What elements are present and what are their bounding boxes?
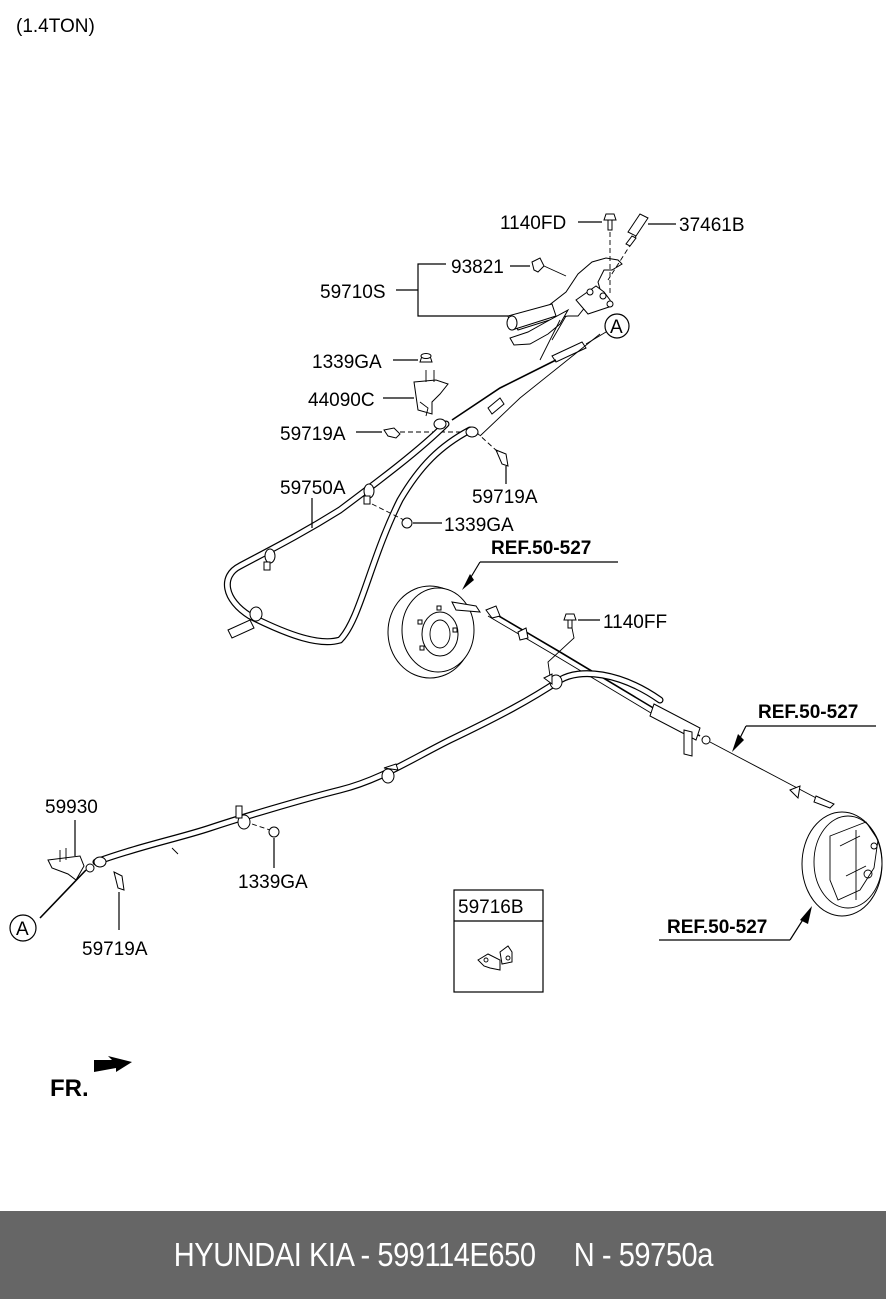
dash-1339GA-mid bbox=[371, 503, 405, 521]
brake-drum-right bbox=[801, 811, 883, 917]
front-arrow-icon bbox=[94, 1056, 132, 1072]
clip-59719A-low bbox=[113, 871, 125, 891]
ref-left-drum bbox=[462, 561, 618, 590]
leader-a-top bbox=[585, 331, 607, 345]
ref-label-right-drum[interactable]: REF.50-527 bbox=[667, 917, 767, 938]
cable-adjuster bbox=[487, 397, 505, 415]
bolt-1140FF bbox=[547, 613, 577, 677]
nut-1339GA-low bbox=[268, 826, 280, 838]
connector-mark-a-bottom: A bbox=[9, 914, 37, 942]
parking-brake-cable-diagram: (1.4TON) 1140FD 37461B 93821 bbox=[9, 16, 883, 1102]
clip-59719A-right bbox=[495, 449, 509, 467]
clip-59719A-left bbox=[383, 427, 401, 439]
part-label-1140FD[interactable]: 1140FD bbox=[500, 213, 566, 234]
part-box-59716B[interactable]: 59716B bbox=[453, 889, 544, 993]
bracket-44090C bbox=[413, 370, 449, 417]
part-label-59719A-left[interactable]: 59719A bbox=[280, 424, 346, 445]
brake-drum-left bbox=[387, 585, 481, 679]
part-label-1339GA-mid[interactable]: 1339GA bbox=[444, 515, 514, 536]
part-label-59716B: 59716B bbox=[458, 897, 524, 918]
ref-label-cable-end[interactable]: REF.50-527 bbox=[758, 702, 858, 723]
front-cable-wire bbox=[451, 359, 557, 421]
cable-59750A bbox=[223, 418, 479, 646]
dash-59719A-right bbox=[475, 431, 499, 453]
bracket-59716B-icon bbox=[477, 945, 513, 971]
nut-1339GA-top bbox=[419, 353, 433, 363]
clip-93821 bbox=[531, 257, 567, 277]
front-cable-wire-2 bbox=[479, 333, 601, 437]
connector-mark-a-top: A bbox=[604, 313, 630, 339]
ref-cable-end bbox=[732, 725, 876, 752]
ref-right-drum bbox=[659, 906, 812, 941]
nut-1339GA-mid bbox=[401, 517, 413, 529]
part-label-1339GA-low[interactable]: 1339GA bbox=[238, 872, 308, 893]
part-label-59719A-low[interactable]: 59719A bbox=[82, 939, 148, 960]
footer-part-number: HYUNDAI KIA - 599114E650 N - 59750a bbox=[173, 1236, 713, 1273]
svg-text:A: A bbox=[610, 317, 623, 338]
switch-37461B bbox=[625, 213, 649, 247]
part-label-44090C[interactable]: 44090C bbox=[308, 390, 375, 411]
part-label-59710S[interactable]: 59710S bbox=[320, 282, 386, 303]
part-label-1140FF[interactable]: 1140FF bbox=[603, 612, 667, 633]
part-label-59750A[interactable]: 59750A bbox=[280, 478, 346, 499]
long-cable-lower bbox=[39, 670, 664, 919]
front-direction-indicator: FR. bbox=[50, 1056, 132, 1102]
part-label-1339GA-top[interactable]: 1339GA bbox=[312, 352, 382, 373]
part-label-93821[interactable]: 93821 bbox=[451, 257, 504, 278]
footer-bar: HYUNDAI KIA - 599114E650 N - 59750a bbox=[0, 1211, 886, 1299]
part-label-59719A-right[interactable]: 59719A bbox=[472, 487, 538, 508]
dash-1339GA-low bbox=[251, 823, 271, 831]
front-label: FR. bbox=[50, 1075, 89, 1102]
part-label-59930[interactable]: 59930 bbox=[45, 797, 98, 818]
variant-note: (1.4TON) bbox=[16, 16, 95, 37]
bolt-1140FD bbox=[603, 213, 617, 231]
part-label-37461B[interactable]: 37461B bbox=[679, 215, 745, 236]
bracket-59930 bbox=[47, 848, 85, 881]
svg-text:A: A bbox=[16, 919, 29, 940]
parking-lever-assembly bbox=[506, 232, 637, 361]
ref-label-left-drum[interactable]: REF.50-527 bbox=[491, 538, 591, 559]
